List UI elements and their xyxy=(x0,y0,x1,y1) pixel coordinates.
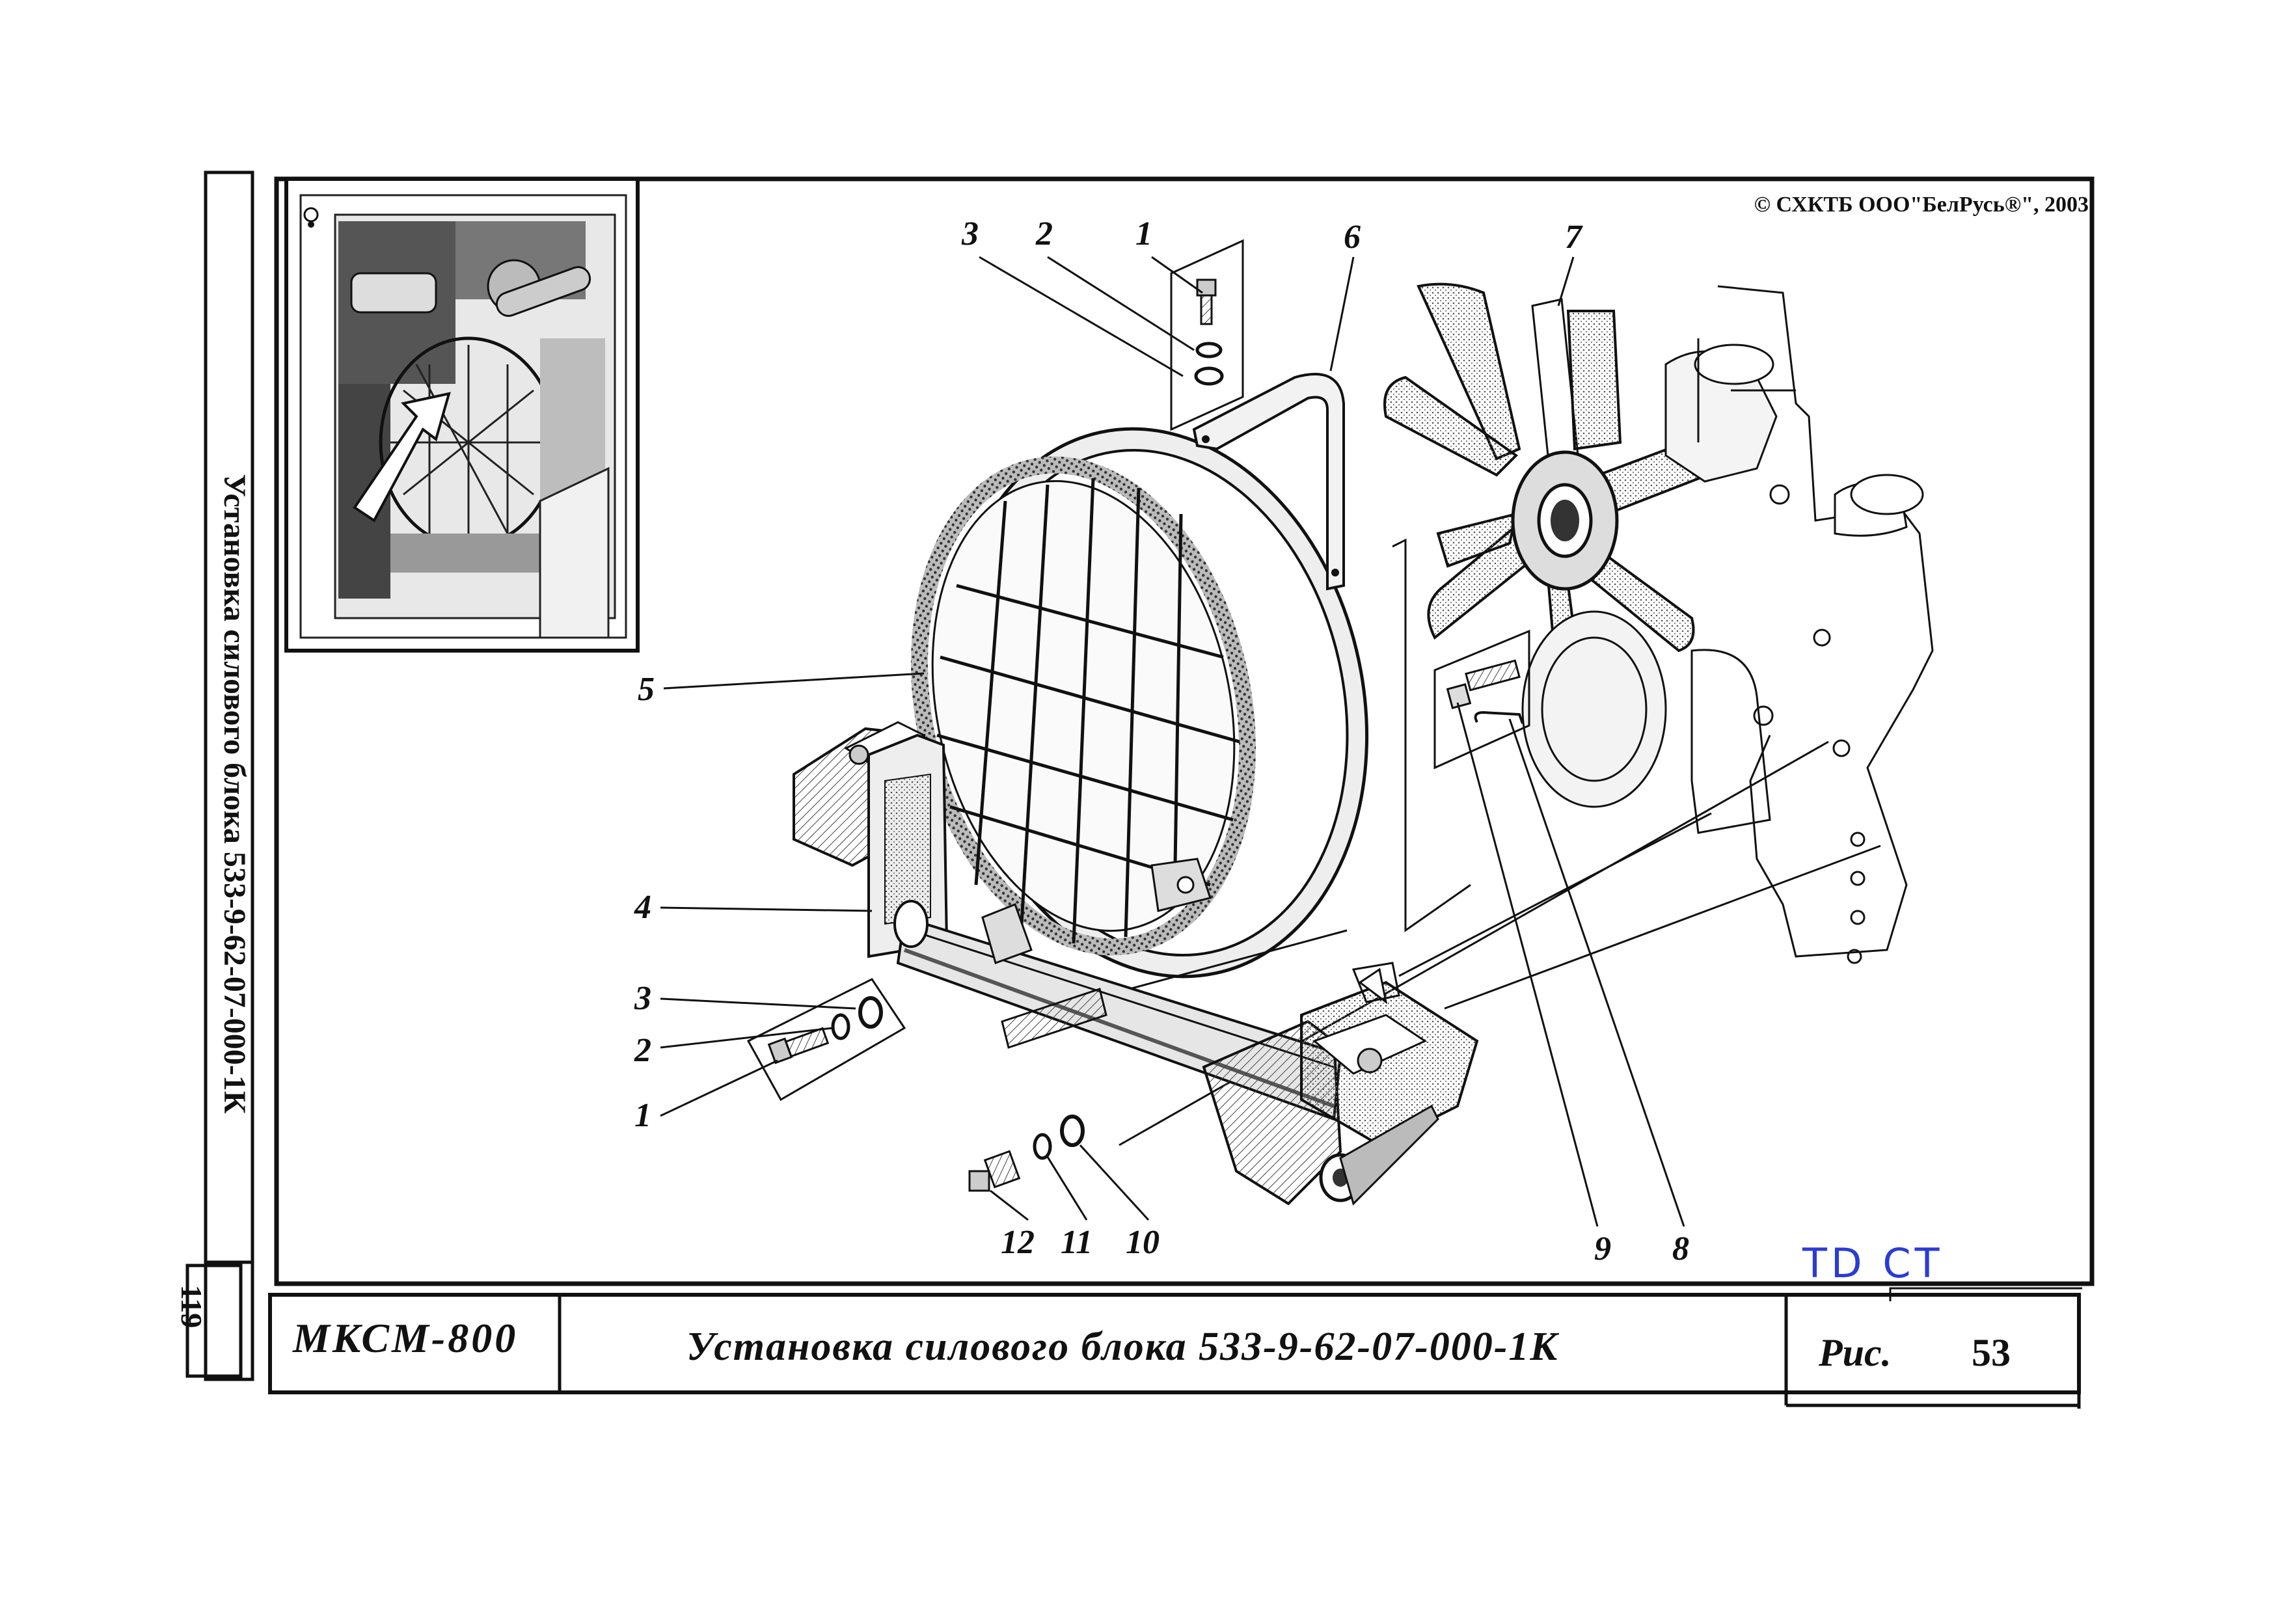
hardware-kit-left xyxy=(746,978,906,1102)
model-name: МКСМ-800 xyxy=(293,1315,519,1361)
drawing-title: Установка силового блока 533-9-62-07-000… xyxy=(686,1325,1559,1369)
callout-2-top: 2 xyxy=(1036,215,1053,252)
figure-label: Рис. xyxy=(1819,1331,1892,1374)
callout-6: 6 xyxy=(1344,219,1361,256)
copyright-notice: © СХКТБ ООО"БелРусь®", 2003 xyxy=(1754,193,2089,217)
handwritten-note: TD CT xyxy=(1802,1239,1944,1287)
side-title: Установка силового блока 533-9-62-07-000… xyxy=(217,474,252,1114)
main-frame xyxy=(274,176,2095,1301)
fan-shroud xyxy=(910,427,1369,979)
leader-lines xyxy=(660,256,1685,1227)
page-number: 119 xyxy=(175,1284,208,1329)
callout-3-top: 3 xyxy=(962,215,979,252)
figure-number: 53 xyxy=(1972,1331,2011,1374)
support-frame xyxy=(793,721,1479,1206)
hardware-kit-top xyxy=(1170,239,1244,431)
callout-9: 9 xyxy=(1594,1230,1611,1267)
title-block xyxy=(268,1293,2081,1409)
page-number-box xyxy=(185,1264,243,1378)
hardware-kit-right xyxy=(1433,629,1530,770)
hardware-kit-bottom xyxy=(968,1115,1085,1192)
callout-12: 12 xyxy=(1001,1224,1035,1261)
bracket-6 xyxy=(1192,373,1345,591)
callout-8: 8 xyxy=(1672,1230,1689,1267)
callout-4: 4 xyxy=(634,889,651,926)
callout-11: 11 xyxy=(1061,1224,1093,1261)
callout-3-left: 3 xyxy=(634,980,651,1017)
engine-block xyxy=(1521,285,1934,964)
side-strip xyxy=(185,170,254,1381)
inset-photo xyxy=(284,177,640,653)
callout-1-left: 1 xyxy=(634,1097,651,1134)
callout-2-left: 2 xyxy=(634,1032,651,1069)
callout-7: 7 xyxy=(1565,219,1582,256)
callout-5: 5 xyxy=(638,671,655,708)
callout-1-top: 1 xyxy=(1135,215,1152,252)
callout-10: 10 xyxy=(1126,1224,1160,1261)
